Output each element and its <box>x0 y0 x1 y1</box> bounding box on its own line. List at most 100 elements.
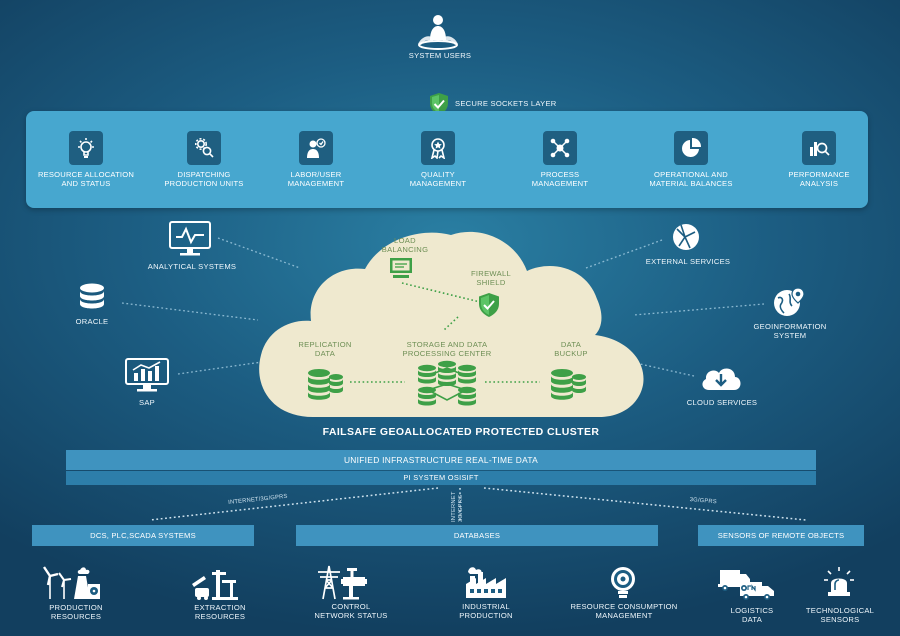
bottom-line1: CONTROL <box>331 602 371 611</box>
infrastructure-bar: UNIFIED INFRASTRUCTURE REAL-TIME DATA <box>66 450 816 470</box>
bottom-line1: LOGISTICS <box>730 606 774 615</box>
module-label-line2: PRODUCTION UNITS <box>164 178 244 188</box>
module-label-line2: MATERIAL BALANCES <box>649 178 733 188</box>
module-label-line1: LABOR/USER <box>290 170 342 179</box>
power-tower-icon <box>318 565 367 600</box>
analytical-systems-icon <box>169 221 211 256</box>
backup-line1: DATA <box>560 340 582 349</box>
replication-database-icon <box>308 369 343 400</box>
bottom-line1: TECHNOLOGICAL <box>805 606 875 615</box>
load-balancing-server-icon <box>390 258 412 278</box>
oil-pump-icon <box>192 570 238 600</box>
module-label-line1: DISPATCHING <box>177 170 231 179</box>
quality-badge-icon <box>430 138 446 159</box>
storage-processing-icon <box>418 360 476 406</box>
factory-icon <box>466 567 506 598</box>
oracle-label: ORACLE <box>75 317 109 326</box>
cluster-title: FAILSAFE GEOALLOCATED PROTECTED CLUSTER <box>322 426 600 438</box>
oracle-database-icon <box>80 283 104 309</box>
bottom-line1: INDUSTRIAL <box>462 602 510 611</box>
ssl-shield-icon <box>430 93 448 115</box>
module-label-line1: OPERATIONAL AND <box>654 170 728 179</box>
module-label-line2: MANAGEMENT <box>409 178 467 188</box>
storage-line2: PROCESSING CENTER <box>402 349 492 358</box>
replication-line1: REPLICATION <box>298 340 352 349</box>
load-line2: BALANCING <box>381 245 429 254</box>
bottom-line2: RESOURCES <box>50 612 102 621</box>
load-line1: LOAD <box>394 236 416 245</box>
external-services-globe-icon <box>673 224 699 250</box>
geoinformation-line1: GEOINFORMATION <box>753 322 827 331</box>
bottom-line2: NETWORK STATUS <box>314 611 388 620</box>
wind-nuclear-icon <box>43 566 100 599</box>
module-label-line1: QUALITY <box>421 170 455 179</box>
module-label-line1: PROCESS <box>540 170 580 179</box>
lightbulb-icon <box>78 138 94 158</box>
module-label-line2: ANALYSIS <box>799 178 839 188</box>
connection-middle-line2: 3G/GPRS <box>458 494 464 522</box>
geoinformation-map-icon <box>774 287 805 316</box>
bottom-line2: PRODUCTION <box>459 611 513 620</box>
connection-middle-line1: INTERNET <box>451 491 457 522</box>
sap-monitor-icon <box>125 358 169 392</box>
gears-search-icon <box>195 138 214 158</box>
bottom-line1: RESOURCE CONSUMPTION <box>570 602 678 611</box>
pi-system-bar: PI SYSTEM OSISIFT <box>66 471 816 485</box>
firewall-line1: FIREWALL <box>470 269 512 278</box>
analytical-systems-label: ANALYTICAL SYSTEMS <box>147 262 237 271</box>
bottom-line2: SENSORS <box>820 615 860 624</box>
geoinformation-line2: SYSTEM <box>773 331 807 340</box>
system-users-label: SYSTEM USERS <box>408 51 472 60</box>
backup-database-icon <box>551 369 586 400</box>
bottom-line1: PRODUCTION <box>49 603 103 612</box>
pie-chart-icon <box>682 137 702 157</box>
user-speech-icon <box>307 138 326 158</box>
bottom-line2: MANAGEMENT <box>595 611 653 620</box>
storage-line1: STORAGE AND DATA <box>406 340 488 349</box>
firewall-line2: SHIELD <box>476 278 506 287</box>
bottom-line2: DATA <box>741 615 763 624</box>
external-services-label: EXTERNAL SERVICES <box>645 257 731 266</box>
module-label-line2: AND STATUS <box>61 178 111 188</box>
lightbulb-gear-icon <box>611 567 635 598</box>
chart-magnifier-icon <box>810 142 830 156</box>
firewall-shield-icon <box>479 293 499 317</box>
system-users-icon <box>418 15 458 50</box>
category-databases: DATABASES <box>296 525 658 546</box>
cluster-cloud <box>259 231 644 417</box>
network-nodes-icon <box>550 138 570 158</box>
module-label-line1: PERFORMANCE <box>788 170 850 179</box>
category-sensors: SENSORS OF REMOTE OBJECTS <box>698 525 864 546</box>
sap-label: SAP <box>139 398 155 407</box>
category-dcs: DCS, PLC,SCADA SYSTEMS <box>32 525 254 546</box>
module-label-line1: RESOURCE ALLOCATION <box>37 170 135 179</box>
bottom-line2: RESOURCES <box>194 612 246 621</box>
cloud-services-icon <box>702 368 741 390</box>
replication-line2: DATA <box>314 349 336 358</box>
bottom-line1: EXTRACTION <box>194 603 246 612</box>
cloud-services-label: CLOUD SERVICES <box>686 398 758 407</box>
trucks-icon <box>718 570 774 600</box>
